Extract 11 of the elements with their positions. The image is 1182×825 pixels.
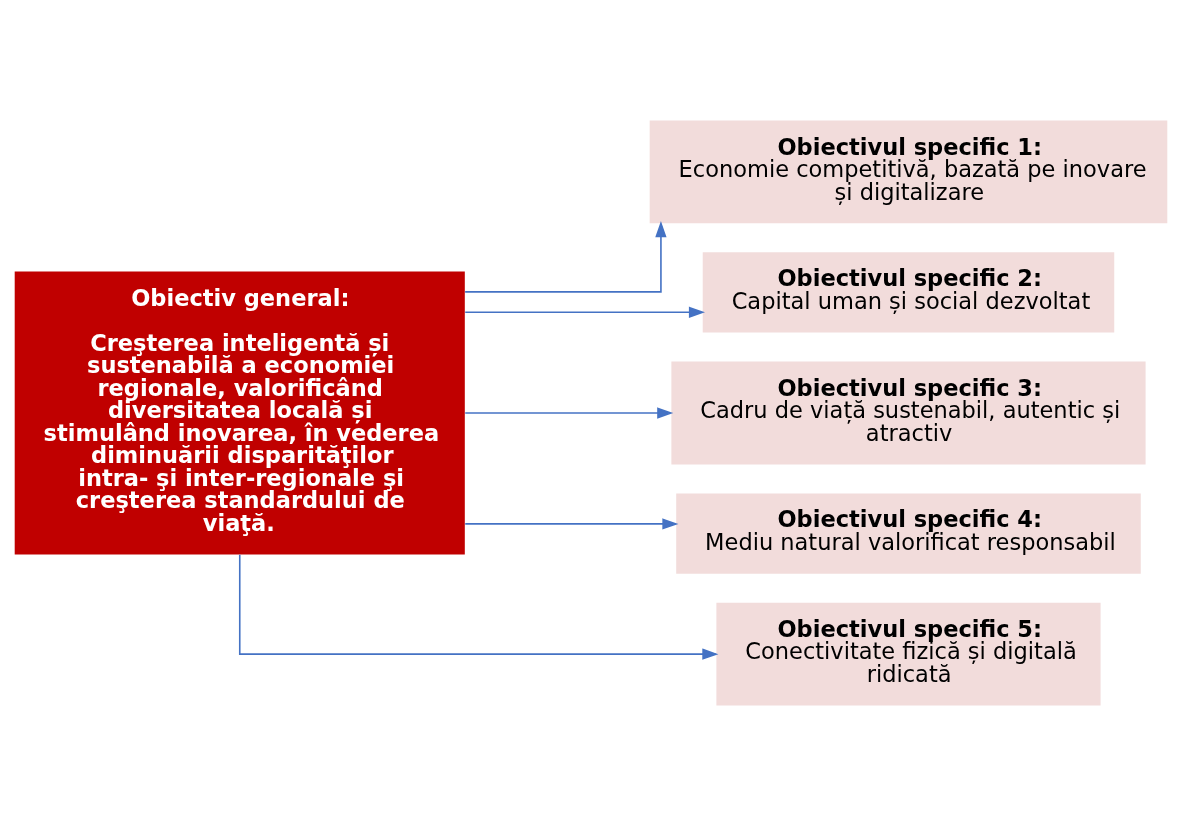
arrow [464, 517, 679, 530]
arrow [464, 306, 705, 318]
node-box: Obiectivul specific 5: Conectivitate fizică și digitală ridicată [716, 602, 1101, 706]
node-box: Obiectivul specific 4: Mediu natural valorificat responsabil [676, 492, 1141, 574]
arrow [238, 553, 719, 660]
node-box: Obiectivul specific 2: Capital uman și social dezvoltat [702, 251, 1115, 333]
arrow [464, 220, 667, 293]
node-box: Obiectivul specific 1: Economie competitivă, bazată pe inovare și digitalizare [649, 119, 1168, 223]
arrow [464, 406, 674, 419]
node-box: Obiectiv general: Creşterea inteligentă și sustenabilă a economiei regionale, valorificând diversitatea locală și stimulând inovarea, în vederea diminuării disparităţilor intra- şi inter-regionale şi creşterea standardului de viaţă. [14, 271, 465, 554]
node-box: Obiectivul specific 3: Cadru de viață sustenabil, autentic și atractiv [671, 361, 1146, 464]
